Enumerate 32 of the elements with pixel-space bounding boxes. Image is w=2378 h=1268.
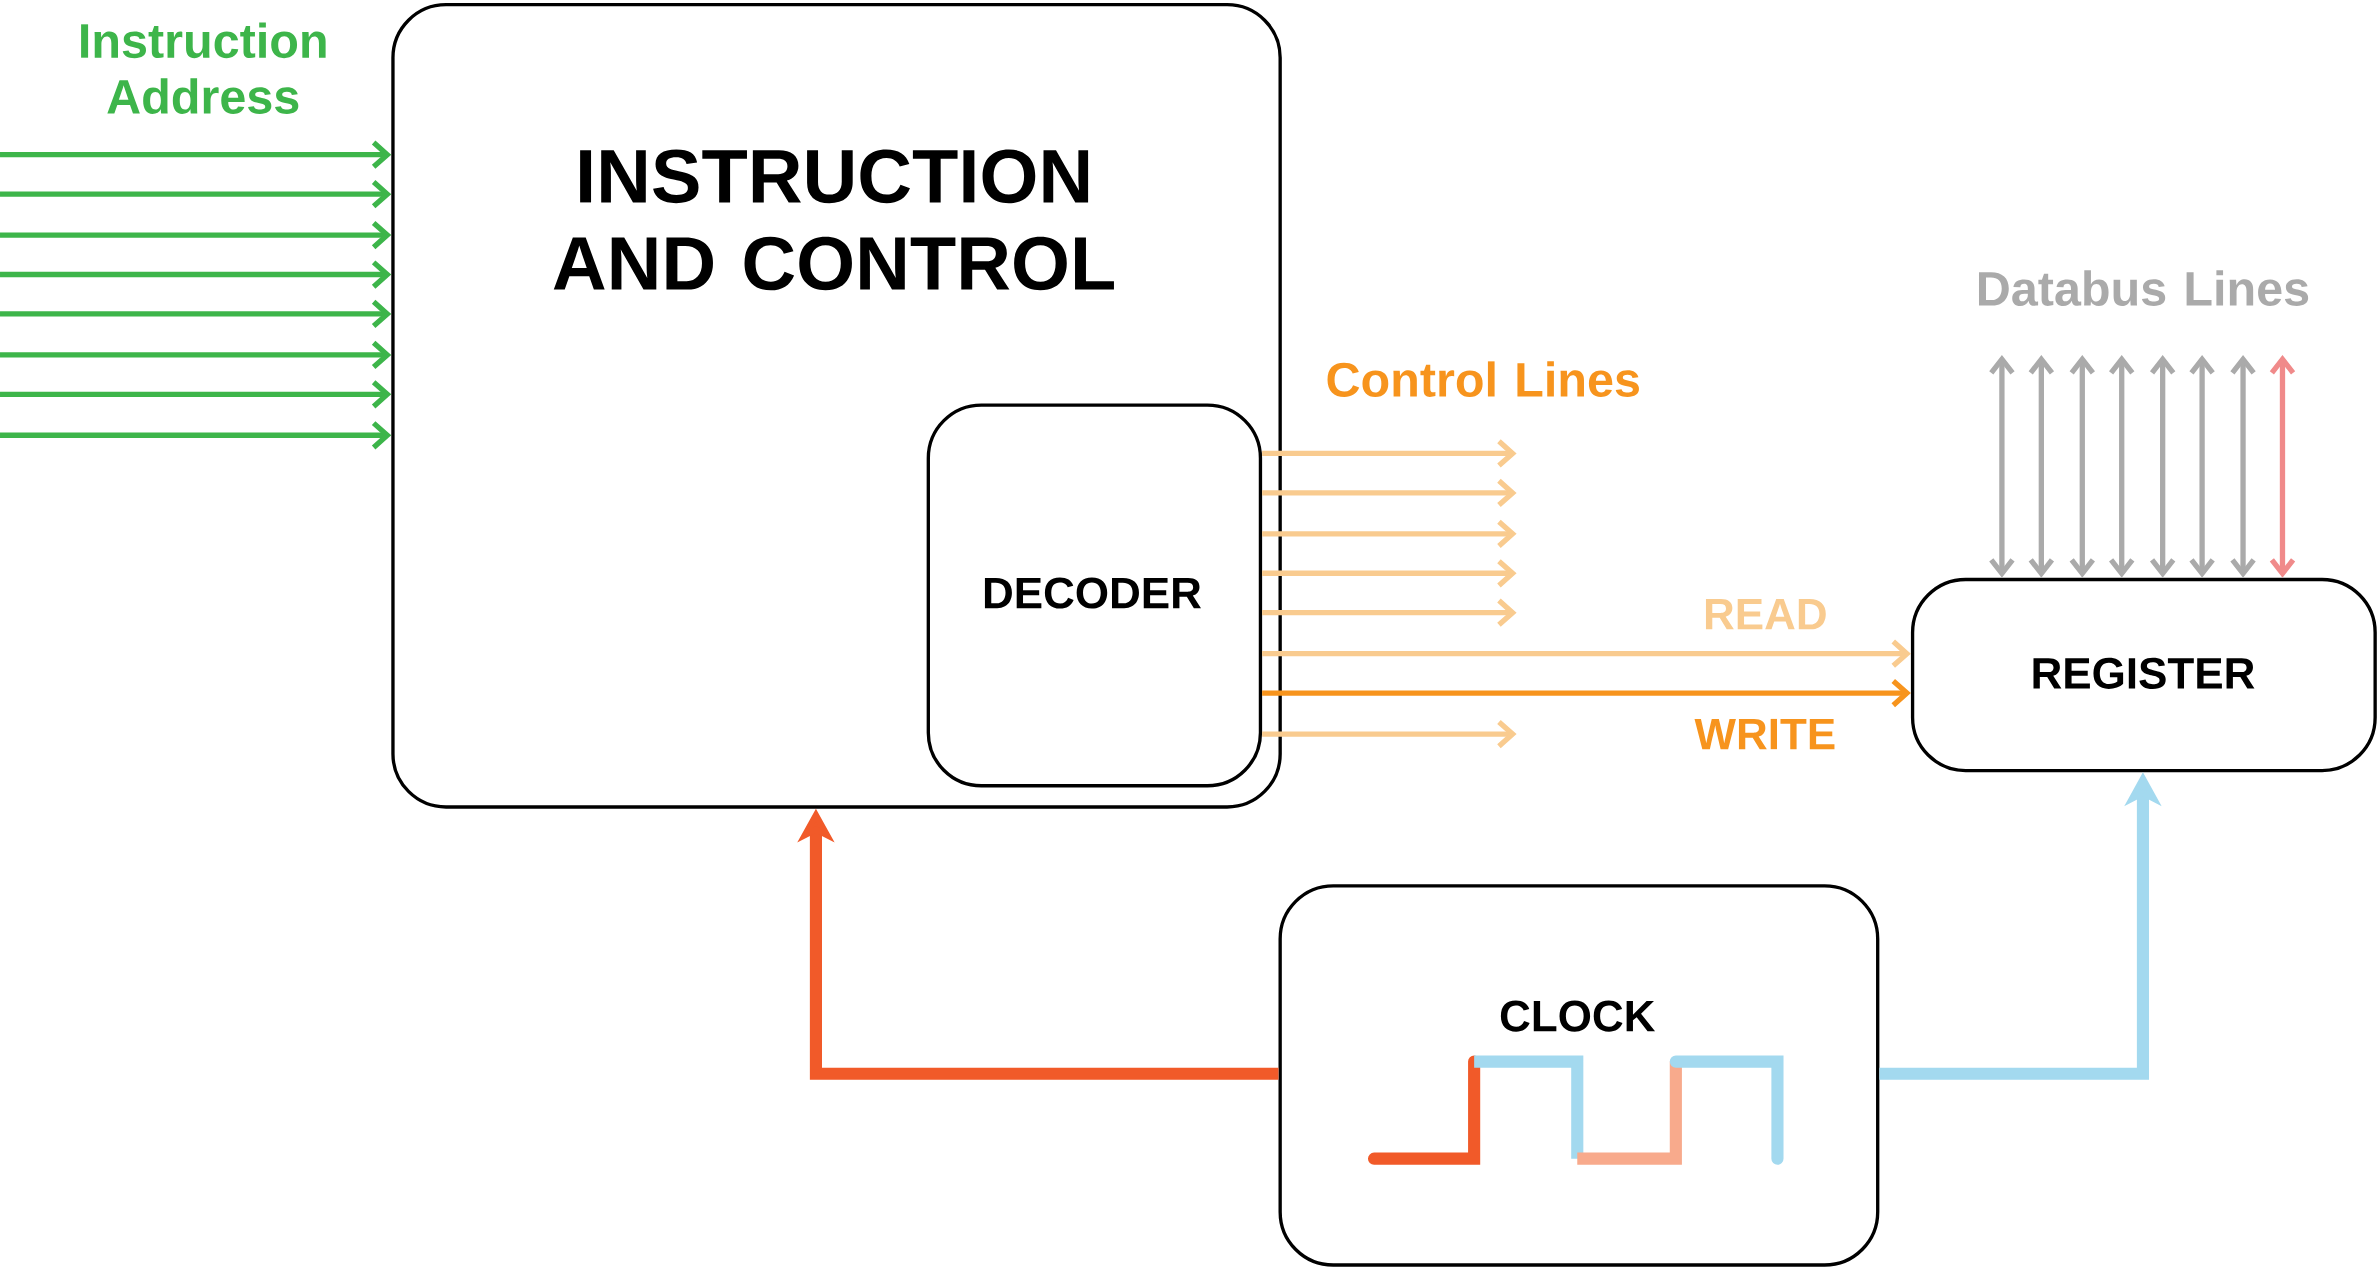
arrow [1262,519,1517,549]
arrow [1989,354,2015,578]
arrow [2149,354,2176,578]
arrow [0,180,392,209]
arrow [2189,354,2215,578]
edge-label: WRITE [1692,717,1838,751]
arrow [1262,598,1517,627]
arrow [0,260,392,289]
decoder-box: DECODER [926,403,1263,788]
arrow [2230,354,2256,578]
arrow [1262,559,1517,588]
arrow [2109,354,2135,578]
arrow [1262,478,1517,508]
arrow [2028,354,2055,578]
group-label: Control Lines [1327,361,1639,398]
arrow [0,140,392,169]
arrow [1262,719,1517,749]
arrow [0,380,392,409]
group-label: Instruction Address [81,22,326,115]
arrow [0,299,392,329]
arrow [1262,679,1911,708]
arrow [2069,354,2095,578]
group-label: Databus Lines [1979,270,2309,307]
register-box: REGISTER [1910,577,2377,773]
arrow [2269,354,2296,578]
arrow [1262,639,1911,668]
arrow [0,340,392,370]
arrow [1262,439,1517,468]
clock-box: CLOCK [1278,884,1880,1267]
arrow [0,421,392,450]
arrow [0,221,392,250]
edge-label: READ [1701,597,1830,631]
